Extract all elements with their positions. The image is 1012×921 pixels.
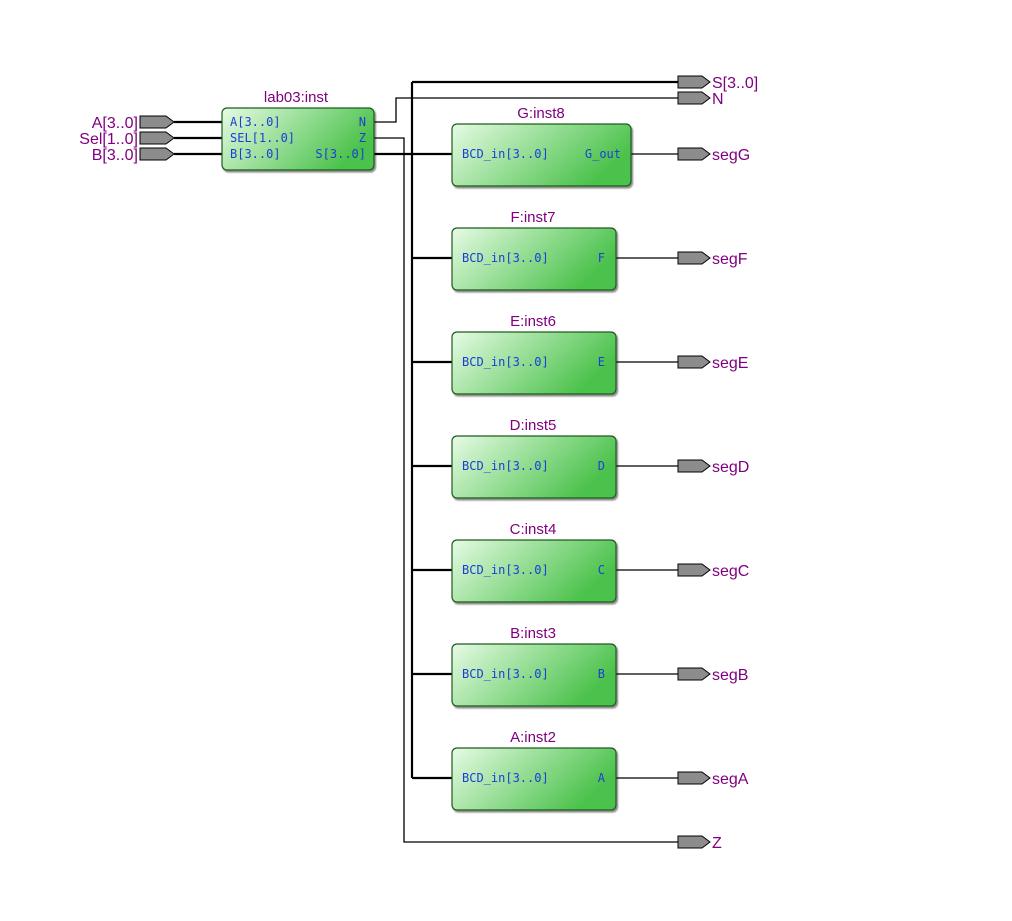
input-pin-a[interactable]: A[3..0] bbox=[92, 115, 175, 132]
segment-block-f[interactable]: F:inst7 BCD_in[3..0] F bbox=[451, 209, 617, 291]
output-pin-n-label: N bbox=[712, 91, 724, 108]
main-port-sel: SEL[1..0] bbox=[230, 131, 295, 145]
output-pin-seg-f-label: segF bbox=[712, 251, 748, 268]
output-pin-n[interactable]: N bbox=[677, 91, 724, 108]
main-block[interactable]: lab03:inst A[3..0] SEL[1..0] B[3..0] N Z… bbox=[221, 89, 375, 171]
main-port-z: Z bbox=[359, 131, 366, 145]
wire-n-out bbox=[374, 97, 678, 123]
segment-block-e-body bbox=[451, 331, 617, 395]
segment-block-g[interactable]: G:inst8 BCD_in[3..0] G_out bbox=[451, 105, 632, 187]
output-pin-seg-c-label: segC bbox=[712, 563, 749, 580]
segment-block-a-body bbox=[451, 747, 617, 811]
output-pin-seg-b-label: segB bbox=[712, 667, 748, 684]
output-pin-seg-a-label: segA bbox=[712, 771, 749, 788]
output-pin-seg-g[interactable]: segG bbox=[677, 147, 750, 164]
segment-block-d-name: D:inst5 bbox=[510, 417, 557, 434]
output-pin-seg-c[interactable]: segC bbox=[677, 563, 749, 580]
wires bbox=[174, 80, 678, 843]
segment-block-a-name: A:inst2 bbox=[510, 729, 556, 746]
input-pin-a-label: A[3..0] bbox=[92, 115, 138, 132]
segment-block-e-port-in: BCD_in[3..0] bbox=[462, 355, 549, 369]
segment-block-b-port-out: B bbox=[598, 667, 605, 681]
segment-block-f-body bbox=[451, 227, 617, 291]
segment-block-f-port-in: BCD_in[3..0] bbox=[462, 251, 549, 265]
segment-block-c-port-out: C bbox=[598, 563, 605, 577]
wire-z-out bbox=[374, 137, 678, 843]
main-block-body bbox=[221, 107, 375, 171]
segment-block-g-name: G:inst8 bbox=[517, 105, 565, 122]
segment-block-g-port-out: G_out bbox=[585, 147, 621, 161]
segment-block-e-name: E:inst6 bbox=[510, 313, 556, 330]
segment-block-g-port-in: BCD_in[3..0] bbox=[462, 147, 549, 161]
output-pin-s-label: S[3..0] bbox=[712, 75, 758, 92]
segment-block-e-port-out: E bbox=[598, 355, 605, 369]
input-pin-b-label: B[3..0] bbox=[92, 147, 138, 164]
segment-block-a-port-in: BCD_in[3..0] bbox=[462, 771, 549, 785]
output-pin-seg-f[interactable]: segF bbox=[677, 251, 748, 268]
input-pins: A[3..0] Sel[1..0] B[3..0] bbox=[79, 115, 175, 164]
segment-block-b-body bbox=[451, 643, 617, 707]
segment-block-f-name: F:inst7 bbox=[510, 209, 555, 226]
output-pin-z[interactable]: Z bbox=[677, 835, 722, 852]
segment-block-b[interactable]: B:inst3 BCD_in[3..0] B bbox=[451, 625, 617, 707]
input-pin-sel-label: Sel[1..0] bbox=[79, 131, 138, 148]
segment-block-a[interactable]: A:inst2 BCD_in[3..0] A bbox=[451, 729, 617, 811]
main-port-s: S[3..0] bbox=[315, 147, 366, 161]
segment-block-d-port-out: D bbox=[598, 459, 605, 473]
output-pin-z-label: Z bbox=[712, 835, 722, 852]
output-pin-seg-g-label: segG bbox=[712, 147, 750, 164]
main-port-n: N bbox=[359, 115, 366, 129]
segment-block-d-port-in: BCD_in[3..0] bbox=[462, 459, 549, 473]
segment-block-d-body bbox=[451, 435, 617, 499]
main-port-b: B[3..0] bbox=[230, 147, 281, 161]
input-pin-b[interactable]: B[3..0] bbox=[92, 147, 175, 164]
output-pin-seg-e[interactable]: segE bbox=[677, 355, 748, 372]
segment-block-c-port-in: BCD_in[3..0] bbox=[462, 563, 549, 577]
output-pin-seg-e-label: segE bbox=[712, 355, 748, 372]
segment-block-d[interactable]: D:inst5 BCD_in[3..0] D bbox=[451, 417, 617, 499]
segment-block-c[interactable]: C:inst4 BCD_in[3..0] C bbox=[451, 521, 617, 603]
segment-block-f-port-out: F bbox=[598, 251, 605, 265]
output-pin-seg-d-label: segD bbox=[712, 459, 749, 476]
segment-block-g-body bbox=[451, 123, 632, 187]
segment-block-e[interactable]: E:inst6 BCD_in[3..0] E bbox=[451, 313, 617, 395]
output-pin-seg-b[interactable]: segB bbox=[677, 667, 748, 684]
output-pin-seg-a[interactable]: segA bbox=[677, 771, 749, 788]
segment-block-b-port-in: BCD_in[3..0] bbox=[462, 667, 549, 681]
segment-block-c-body bbox=[451, 539, 617, 603]
main-port-a: A[3..0] bbox=[230, 115, 281, 129]
input-pin-sel[interactable]: Sel[1..0] bbox=[79, 131, 175, 148]
main-block-name: lab03:inst bbox=[264, 89, 329, 106]
segment-block-b-name: B:inst3 bbox=[510, 625, 556, 642]
output-pin-seg-d[interactable]: segD bbox=[677, 459, 749, 476]
output-pin-s[interactable]: S[3..0] bbox=[677, 75, 758, 92]
segment-block-c-name: C:inst4 bbox=[510, 521, 557, 538]
segment-block-a-port-out: A bbox=[598, 771, 606, 785]
output-pins: S[3..0] N segG segF segE segD segC segB bbox=[677, 75, 758, 852]
